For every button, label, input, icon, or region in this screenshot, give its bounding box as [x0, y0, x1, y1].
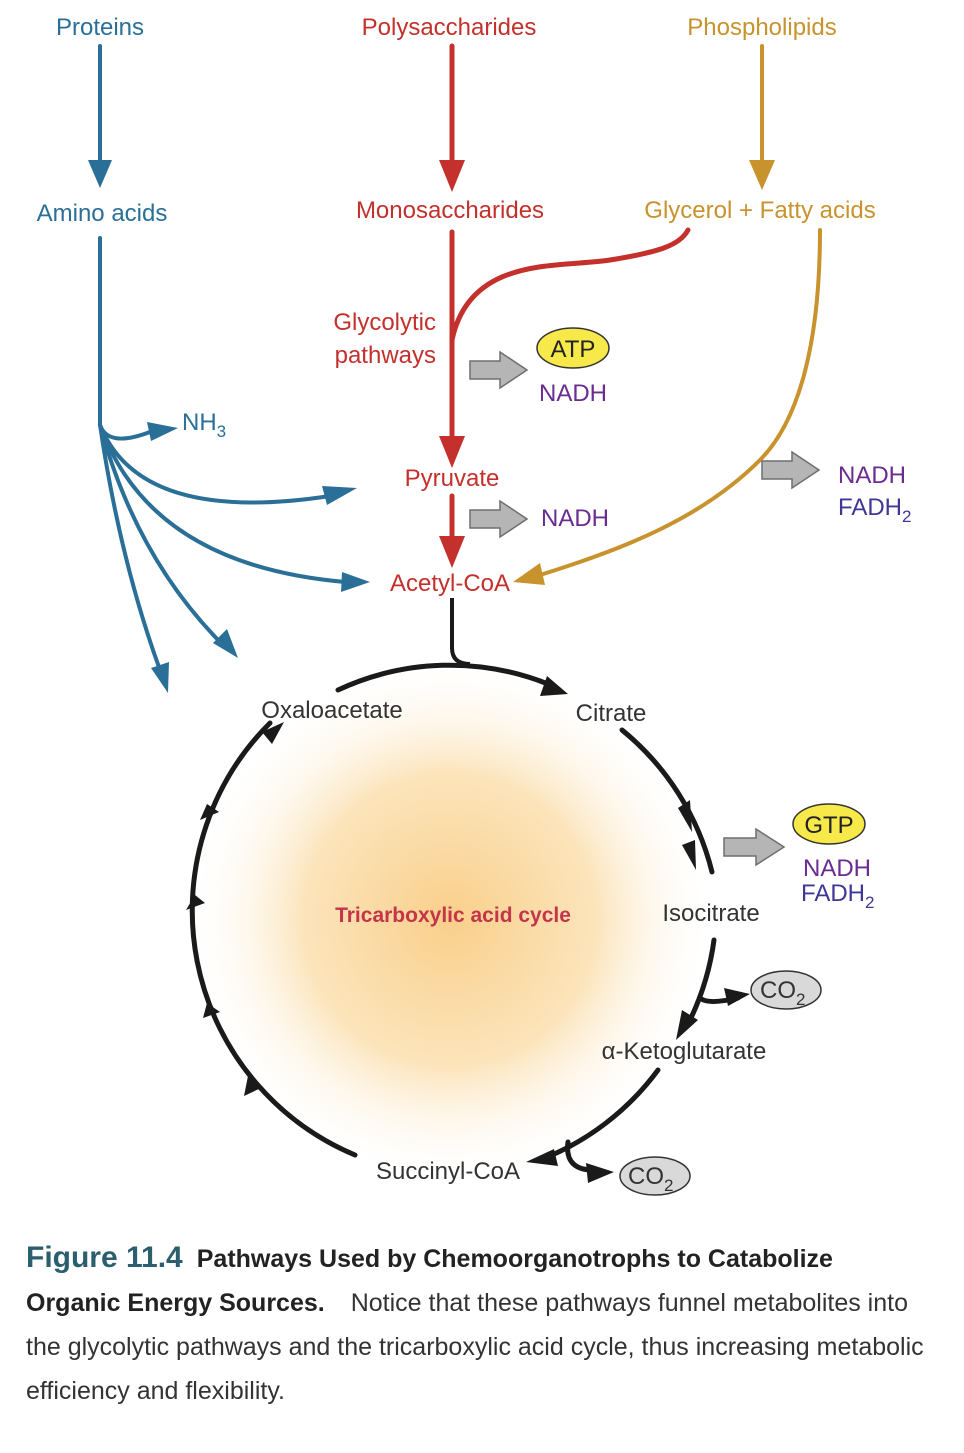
figure-title: Pathways Used by Chemoorganotrophs to Ca… [26, 1245, 833, 1317]
label-co2-2: CO2 [628, 1163, 673, 1195]
yield-arrow-pyruvate [469, 499, 529, 539]
yield-arrow-tca [723, 827, 786, 867]
figure-number: Figure 11.4 [26, 1241, 183, 1274]
label-nadh-tca: NADH [803, 855, 871, 882]
label-monosaccharides: Monosaccharides [356, 197, 544, 224]
label-pyruvate: Pyruvate [405, 465, 500, 492]
protein-arrowheads [88, 160, 370, 693]
tca-cycle-arrowheads [186, 676, 750, 1183]
label-phospholipids: Phospholipids [687, 14, 836, 41]
co2-badge-1 [750, 970, 822, 1010]
label-co2-1: CO2 [760, 977, 805, 1009]
yield-arrow-lipid [761, 450, 821, 490]
lipid-arrowheads [513, 160, 775, 585]
yield-arrows [469, 350, 821, 867]
label-fadh2-tca: FADH2 [801, 880, 874, 912]
label-proteins: Proteins [56, 14, 144, 41]
lipid-pathway [538, 44, 822, 577]
catabolism-diagram: Proteins Polysaccharides Phospholipids A… [37, 14, 911, 1196]
label-ketoglutarate: α-Ketoglutarate [602, 1038, 767, 1065]
co2-badge-2 [619, 1156, 691, 1196]
label-succinyl-coa: Succinyl-CoA [376, 1158, 520, 1185]
label-gtp: GTP [804, 812, 853, 839]
label-tca-cycle: Tricarboxylic acid cycle [335, 904, 571, 927]
label-pathways: pathways [335, 342, 436, 369]
label-polysaccharides: Polysaccharides [362, 14, 537, 41]
label-glycolytic: Glycolytic [333, 309, 436, 336]
label-atp: ATP [551, 336, 596, 363]
protein-pathway [98, 44, 347, 672]
figure-text: Notice that these pathways funnel metabo… [26, 1289, 924, 1405]
label-nadh-glycolysis: NADH [539, 380, 607, 407]
gtp-badge [792, 803, 866, 845]
label-oxaloacetate: Oxaloacetate [261, 697, 402, 724]
cycle-glow [185, 655, 715, 1185]
yield-arrow-glycolysis [469, 350, 529, 390]
label-glycerol-fatty-acids: Glycerol + Fatty acids [644, 197, 875, 224]
label-amino-acids: Amino acids [37, 200, 168, 227]
label-nh3: NH3 [182, 409, 226, 441]
acetyl-to-cycle-line [450, 598, 471, 666]
tca-cycle-ring [189, 662, 741, 1173]
atp-badge [536, 327, 610, 369]
label-nadh-lipid: NADH [838, 462, 906, 489]
label-nadh-pyruvate: NADH [541, 505, 609, 532]
label-acetyl-coa: Acetyl-CoA [390, 570, 510, 597]
carbohydrate-pathway [449, 43, 691, 543]
label-isocitrate: Isocitrate [662, 900, 759, 927]
carbohydrate-arrowheads [439, 160, 465, 568]
label-fadh2-lipid: FADH2 [838, 494, 911, 526]
label-citrate: Citrate [576, 700, 647, 727]
